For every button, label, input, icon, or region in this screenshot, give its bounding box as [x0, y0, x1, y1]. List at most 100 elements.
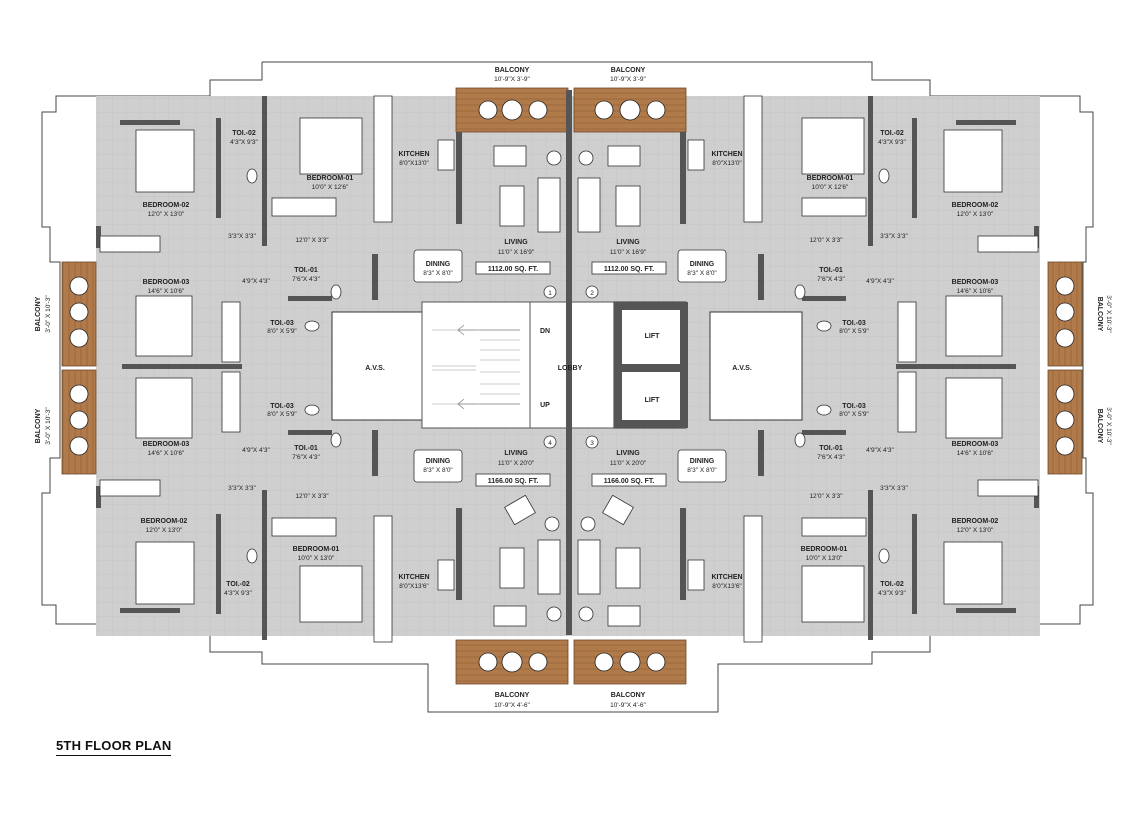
dining-tables: [413, 249, 727, 483]
lift-2-label: LIFT: [645, 397, 660, 404]
svg-text:14'6" X 10'6": 14'6" X 10'6": [148, 450, 185, 457]
svg-text:BALCONY: BALCONY: [1096, 297, 1103, 332]
svg-text:3'3"X 3'3": 3'3"X 3'3": [228, 233, 256, 240]
flat-2-number: 2: [590, 290, 594, 297]
svg-text:7'6"X 4'3": 7'6"X 4'3": [817, 276, 845, 283]
svg-text:8'3" X 8'0": 8'3" X 8'0": [423, 270, 453, 277]
svg-text:12'0" X 3'3": 12'0" X 3'3": [809, 237, 843, 244]
flat-3-area: 1166.00 SQ. FT.: [604, 478, 655, 485]
kitchen-counters: [373, 95, 763, 643]
area-boxes: [475, 261, 667, 487]
svg-text:DINING: DINING: [690, 261, 715, 268]
svg-text:10'0" X 13'0": 10'0" X 13'0": [806, 555, 843, 562]
svg-text:TOI.-01: TOI.-01: [294, 267, 318, 274]
wardrobes: [99, 197, 1039, 537]
svg-text:10'-9"X 3'-9": 10'-9"X 3'-9": [494, 76, 530, 83]
core: [331, 301, 803, 429]
toilet-fixtures: [246, 168, 890, 564]
svg-text:3'3"X 3'3": 3'3"X 3'3": [228, 485, 256, 492]
flat-2-area: 1112.00 SQ. FT.: [604, 266, 654, 273]
svg-text:TOI.-01: TOI.-01: [819, 445, 843, 452]
flat-1-number: 1: [548, 290, 552, 297]
svg-text:8'0"X13'0": 8'0"X13'0": [399, 160, 429, 167]
svg-text:10'-9"X 4'-6": 10'-9"X 4'-6": [494, 702, 530, 709]
beds: [135, 117, 1003, 623]
svg-text:7'6"X 4'3": 7'6"X 4'3": [292, 276, 320, 283]
svg-text:BALCONY: BALCONY: [35, 408, 42, 443]
flat-3-number: 3: [590, 440, 594, 447]
svg-text:TOI.-01: TOI.-01: [294, 445, 318, 452]
svg-text:12'0" X 3'3": 12'0" X 3'3": [809, 493, 843, 500]
svg-text:10'0" X 12'6": 10'0" X 12'6": [812, 184, 849, 191]
svg-text:TOI.-03: TOI.-03: [270, 320, 294, 327]
living-furniture: [493, 145, 641, 627]
svg-text:KITCHEN: KITCHEN: [398, 574, 429, 581]
svg-text:4'9"X 4'3": 4'9"X 4'3": [866, 278, 894, 285]
svg-text:TOI.-02: TOI.-02: [226, 581, 250, 588]
svg-text:TOI.-01: TOI.-01: [819, 267, 843, 274]
svg-text:8'3" X 8'0": 8'3" X 8'0": [423, 467, 453, 474]
svg-text:11'0" X 16'9": 11'0" X 16'9": [498, 249, 535, 256]
svg-text:TOI.-03: TOI.-03: [842, 320, 866, 327]
flat-number-circles: [543, 285, 599, 449]
svg-text:TOI.-03: TOI.-03: [842, 403, 866, 410]
lobby-label: LOBBY: [558, 365, 583, 372]
svg-text:BEDROOM-03: BEDROOM-03: [143, 441, 190, 448]
svg-text:4'3"X 9'3": 4'3"X 9'3": [224, 590, 252, 597]
svg-text:BEDROOM-03: BEDROOM-03: [952, 441, 999, 448]
svg-text:DINING: DINING: [426, 458, 451, 465]
balcony-furniture: [69, 99, 1075, 673]
svg-text:4'3"X 9'3": 4'3"X 9'3": [230, 139, 258, 146]
svg-text:BEDROOM-02: BEDROOM-02: [141, 518, 188, 525]
svg-text:BEDROOM-02: BEDROOM-02: [952, 202, 999, 209]
svg-text:BEDROOM-01: BEDROOM-01: [293, 546, 340, 553]
interior-walls: [96, 90, 1039, 640]
flat-2-labels: LIVING 11'0" X 16'9" DINING 8'3" X 8'0" …: [610, 130, 999, 335]
svg-text:11'0" X 20'0": 11'0" X 20'0": [498, 460, 535, 467]
avs-left-label: A.V.S.: [365, 365, 385, 372]
svg-text:4'3"X 9'3": 4'3"X 9'3": [878, 590, 906, 597]
svg-text:8'0" X 5'9": 8'0" X 5'9": [839, 411, 869, 418]
flat-4-number: 4: [548, 440, 552, 447]
svg-text:12'0" X 13'0": 12'0" X 13'0": [957, 211, 994, 218]
svg-text:TOI.-03: TOI.-03: [270, 403, 294, 410]
flat-1-area: 1112.00 SQ. FT.: [488, 266, 538, 273]
svg-text:8'3" X 8'0": 8'3" X 8'0": [687, 270, 717, 277]
svg-text:11'0" X 16'9": 11'0" X 16'9": [610, 249, 647, 256]
svg-text:BALCONY: BALCONY: [35, 296, 42, 331]
avs-right-label: A.V.S.: [732, 365, 752, 372]
plan-title: 5TH FLOOR PLAN: [56, 738, 172, 756]
svg-text:8'0" X 5'9": 8'0" X 5'9": [267, 411, 297, 418]
svg-text:14'6" X 10'6": 14'6" X 10'6": [957, 450, 994, 457]
svg-text:12'0" X 13'0": 12'0" X 13'0": [957, 527, 994, 534]
svg-text:4'3"X 9'3": 4'3"X 9'3": [878, 139, 906, 146]
svg-text:BALCONY: BALCONY: [611, 692, 646, 699]
lift-1-label: LIFT: [645, 333, 660, 340]
svg-text:8'0" X 5'9": 8'0" X 5'9": [839, 328, 869, 335]
svg-text:KITCHEN: KITCHEN: [711, 151, 742, 158]
svg-text:4'9"X 4'3": 4'9"X 4'3": [242, 447, 270, 454]
svg-text:BEDROOM-03: BEDROOM-03: [952, 279, 999, 286]
flat-4-labels: LIVING 11'0" X 20'0" DINING 8'3" X 8'0" …: [141, 403, 535, 597]
svg-text:10'-9"X 3'-9": 10'-9"X 3'-9": [610, 76, 646, 83]
svg-text:14'6" X 10'6": 14'6" X 10'6": [957, 288, 994, 295]
svg-text:BEDROOM-03: BEDROOM-03: [143, 279, 190, 286]
svg-text:14'6" X 10'6": 14'6" X 10'6": [148, 288, 185, 295]
svg-text:4'9"X 4'3": 4'9"X 4'3": [242, 278, 270, 285]
svg-text:BEDROOM-02: BEDROOM-02: [952, 518, 999, 525]
svg-text:3'3"X 3'3": 3'3"X 3'3": [880, 233, 908, 240]
svg-text:3'3"X 3'3": 3'3"X 3'3": [880, 485, 908, 492]
svg-text:KITCHEN: KITCHEN: [398, 151, 429, 158]
svg-text:3'-0" X 10'-3": 3'-0" X 10'-3": [1105, 407, 1112, 445]
svg-text:TOI.-02: TOI.-02: [880, 581, 904, 588]
svg-text:LIVING: LIVING: [616, 450, 640, 457]
flat-1-labels: LIVING 11'0" X 16'9" DINING 8'3" X 8'0" …: [143, 130, 535, 335]
svg-text:LIVING: LIVING: [504, 239, 528, 246]
svg-text:12'0" X 13'0": 12'0" X 13'0": [148, 211, 185, 218]
svg-text:12'0" X 3'3": 12'0" X 3'3": [295, 493, 329, 500]
svg-text:TOI.-02: TOI.-02: [880, 130, 904, 137]
svg-text:3'-0" X 10'-3": 3'-0" X 10'-3": [1105, 295, 1112, 333]
svg-text:DINING: DINING: [690, 458, 715, 465]
svg-text:TOI.-02: TOI.-02: [232, 130, 256, 137]
